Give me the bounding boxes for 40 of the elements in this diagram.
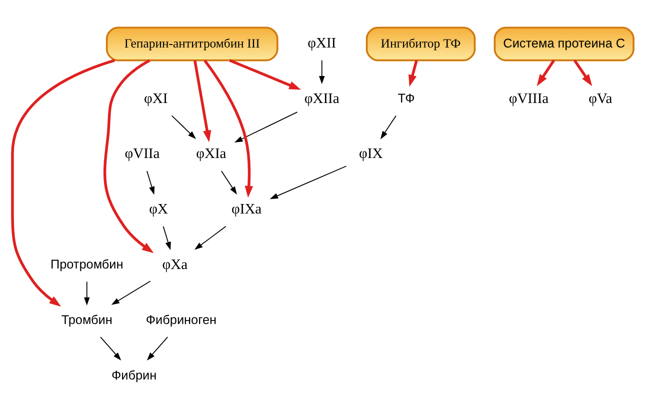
arrow	[171, 115, 196, 140]
node-text: φIXa	[232, 201, 262, 218]
node-text: Фибрин	[111, 368, 157, 382]
arrow	[194, 60, 212, 142]
node-box: Гепарин-антитромбин III	[106, 26, 278, 62]
node-text: φVa	[588, 90, 612, 107]
node-text: Тромбин	[61, 313, 112, 328]
node-box: Система протеина С	[494, 26, 634, 62]
arrow	[536, 60, 556, 86]
arrow	[229, 59, 301, 90]
node-text: ТФ	[398, 92, 415, 106]
arrow	[220, 170, 237, 195]
node-text: φXII	[308, 35, 336, 52]
arrow	[111, 280, 151, 305]
node-box: Ингибитор ТФ	[366, 26, 476, 62]
arrow	[408, 60, 418, 87]
arrow	[234, 112, 298, 142]
node-text: Протромбин	[50, 258, 124, 272]
arrow	[11, 59, 116, 307]
node-text: φXI	[144, 90, 168, 107]
arrow	[204, 60, 254, 198]
node-text: φX	[149, 201, 168, 218]
arrow	[162, 226, 171, 250]
arrow	[380, 115, 396, 140]
arrow	[574, 60, 592, 86]
arrow	[319, 60, 325, 84]
node-text: φIX	[359, 146, 383, 162]
arrow	[146, 170, 155, 195]
node-text: φVIIa	[124, 146, 160, 162]
arrow	[100, 336, 122, 361]
node-text: φVIIIa	[508, 90, 549, 107]
arrow	[84, 281, 90, 306]
arrow	[194, 226, 226, 250]
arrow	[103, 59, 154, 254]
node-text: φXIIa	[304, 90, 340, 107]
node-text: φXa	[162, 256, 188, 273]
node-text: φXIa	[196, 146, 226, 162]
arrow	[270, 166, 347, 200]
node-text: Фибриноген	[146, 313, 217, 328]
arrow	[146, 336, 168, 361]
